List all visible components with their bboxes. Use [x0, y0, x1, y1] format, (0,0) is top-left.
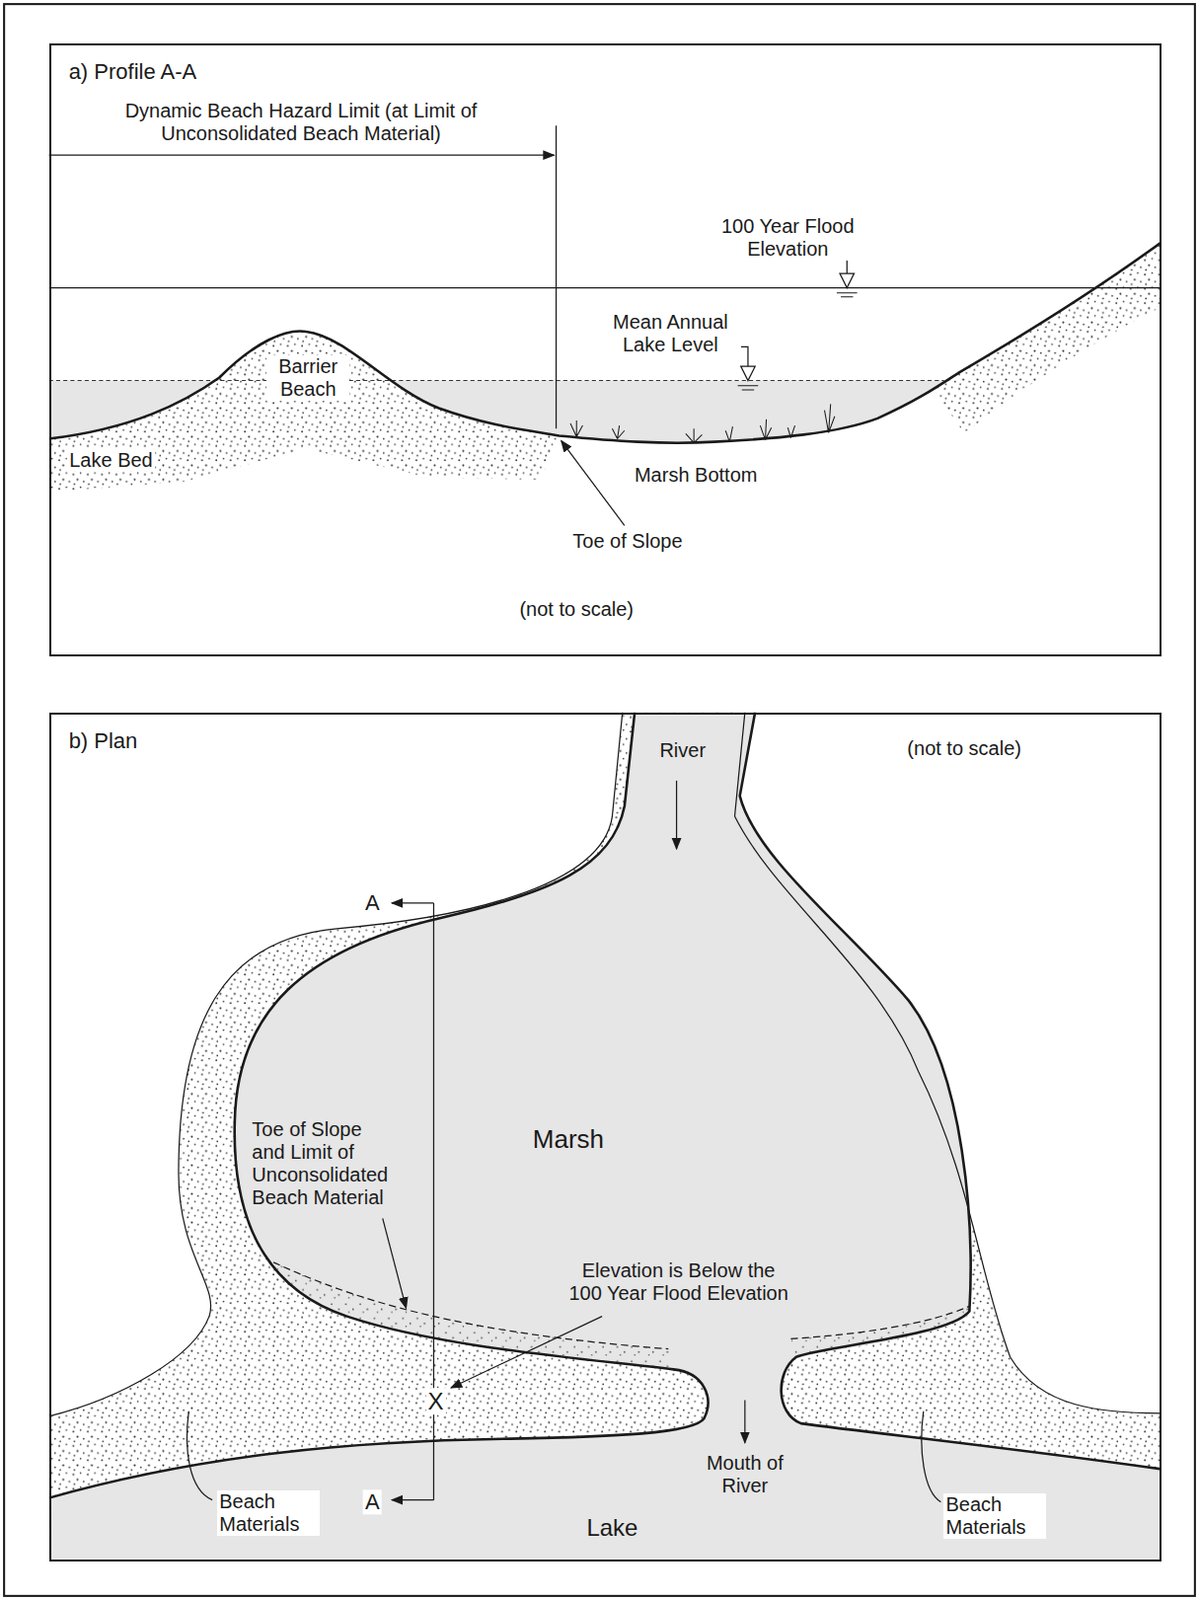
panel: b) Plan — [49, 712, 1162, 1562]
section-arrow — [391, 901, 434, 903]
barrier-beach-material — [49, 331, 560, 493]
dimension-label: Dynamic Beach Hazard Limit (at Limit of … — [101, 99, 501, 146]
feature-label: Marsh — [530, 1124, 606, 1155]
beach-outer-limit — [49, 712, 623, 1417]
feature-label: Marsh Bottom — [632, 462, 759, 486]
mean-lake-level-line — [49, 379, 945, 381]
unconsolidated-limit — [790, 1305, 970, 1339]
hazard-limit-arrow — [49, 154, 555, 156]
plan-drawing — [49, 712, 1162, 1562]
level-label: Mean Annual Lake Level — [599, 310, 742, 357]
shore-material — [933, 240, 1162, 434]
water-level-symbol — [741, 366, 755, 380]
ground-profile — [49, 240, 1162, 444]
feature-label: Lake — [584, 1513, 640, 1542]
leader-line — [186, 1411, 213, 1500]
flow-arrow — [675, 780, 677, 849]
feature-label: Mouth of River — [688, 1451, 802, 1498]
feature-label: Toe of Slope — [570, 529, 684, 553]
note: Elevation is Below the 100 Year Flood El… — [562, 1259, 796, 1305]
marsh-plants — [570, 403, 835, 443]
leader-line — [450, 1316, 602, 1388]
scale-note: (not to scale) — [904, 736, 1024, 759]
water — [49, 712, 1162, 1562]
feature-label: Barrier Beach — [266, 355, 350, 401]
feature-label: Beach Materials — [943, 1493, 1047, 1539]
feature-label: River — [657, 739, 708, 762]
water-level-symbol — [839, 273, 854, 288]
toe-leader — [561, 441, 625, 526]
shoreline — [740, 712, 1162, 1470]
outer-frame — [3, 3, 1196, 1596]
panel-heading: b) Plan — [69, 728, 139, 753]
leader-line — [382, 1217, 407, 1308]
profile-drawing — [49, 240, 1162, 657]
section-marker: A — [363, 890, 382, 915]
point-marker: X — [426, 1387, 447, 1416]
feature-label: Toe of Slope and Limit of Unconsolidated… — [249, 1118, 402, 1209]
section-arrow — [391, 1498, 434, 1500]
ground — [49, 240, 1162, 657]
hazard-limit-line — [555, 125, 557, 429]
water-level-symbol — [738, 385, 759, 390]
leader-line — [921, 1411, 941, 1502]
beach-outer-limit — [735, 712, 1162, 1414]
scale-note: (not to scale) — [517, 598, 636, 621]
level-label: 100 Year Flood Elevation — [696, 215, 879, 261]
feature-label: Beach Materials — [217, 1490, 320, 1536]
feature-label: Lake Bed — [67, 449, 155, 472]
section-marker: A — [363, 1489, 382, 1514]
shoreline — [49, 712, 709, 1499]
flood-elevation-line — [49, 287, 1162, 289]
water-level-symbol — [836, 293, 858, 298]
flow-arrow — [744, 1399, 746, 1442]
panel-heading: a) Profile A-A — [69, 59, 198, 84]
